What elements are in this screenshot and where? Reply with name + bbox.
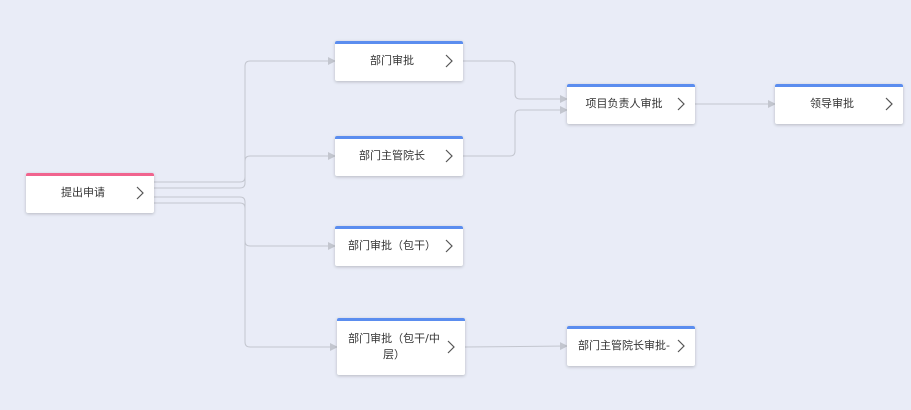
status-bar (335, 136, 463, 139)
status-bar (335, 226, 463, 229)
edge-lump-mid-head-approval (464, 342, 568, 351)
status-bar (26, 173, 154, 176)
chevron-right-icon[interactable] (135, 186, 145, 200)
chevron-right-icon[interactable] (444, 239, 454, 253)
node-dept-approval[interactable]: 部门审批 (335, 41, 463, 81)
chevron-right-icon[interactable] (884, 97, 894, 111)
node-label: 部门主管院长 (359, 149, 425, 162)
node-label: 项目负责人审批 (585, 97, 663, 110)
status-bar (567, 84, 695, 87)
node-dept-head[interactable]: 部门主管院长 (335, 136, 463, 176)
chevron-right-icon[interactable] (444, 54, 454, 68)
node-dept-head-approval[interactable]: 部门主管院长审批- (567, 326, 695, 366)
chevron-right-icon[interactable] (676, 97, 686, 111)
edge-start-dept-head (154, 152, 336, 189)
edge-start-dept-lump-mid (154, 202, 338, 351)
status-bar (337, 318, 465, 321)
node-label: 部门审批（包干） (348, 239, 436, 252)
edge-dept-head-pm (463, 106, 568, 157)
node-submit-application[interactable]: 提出申请 (26, 173, 154, 213)
node-dept-approval-lump-mid[interactable]: 部门审批（包干/中层） (337, 318, 465, 375)
node-label: 提出申请 (61, 186, 105, 199)
chevron-right-icon[interactable] (446, 340, 456, 354)
node-label: 部门审批（包干/中层） (348, 331, 440, 361)
edge-start-dept1 (154, 57, 336, 183)
node-label: 领导审批 (810, 97, 854, 110)
node-leader-approval[interactable]: 领导审批 (775, 84, 903, 124)
node-dept-approval-lump[interactable]: 部门审批（包干） (335, 226, 463, 266)
node-label: 部门主管院长审批- (578, 339, 670, 352)
status-bar (567, 326, 695, 329)
node-label: 部门审批 (370, 54, 414, 67)
chevron-right-icon[interactable] (444, 149, 454, 163)
status-bar (775, 84, 903, 87)
node-project-leader-approval[interactable]: 项目负责人审批 (567, 84, 695, 124)
status-bar (335, 41, 463, 44)
chevron-right-icon[interactable] (676, 339, 686, 353)
edge-dept1-pm (463, 60, 568, 103)
